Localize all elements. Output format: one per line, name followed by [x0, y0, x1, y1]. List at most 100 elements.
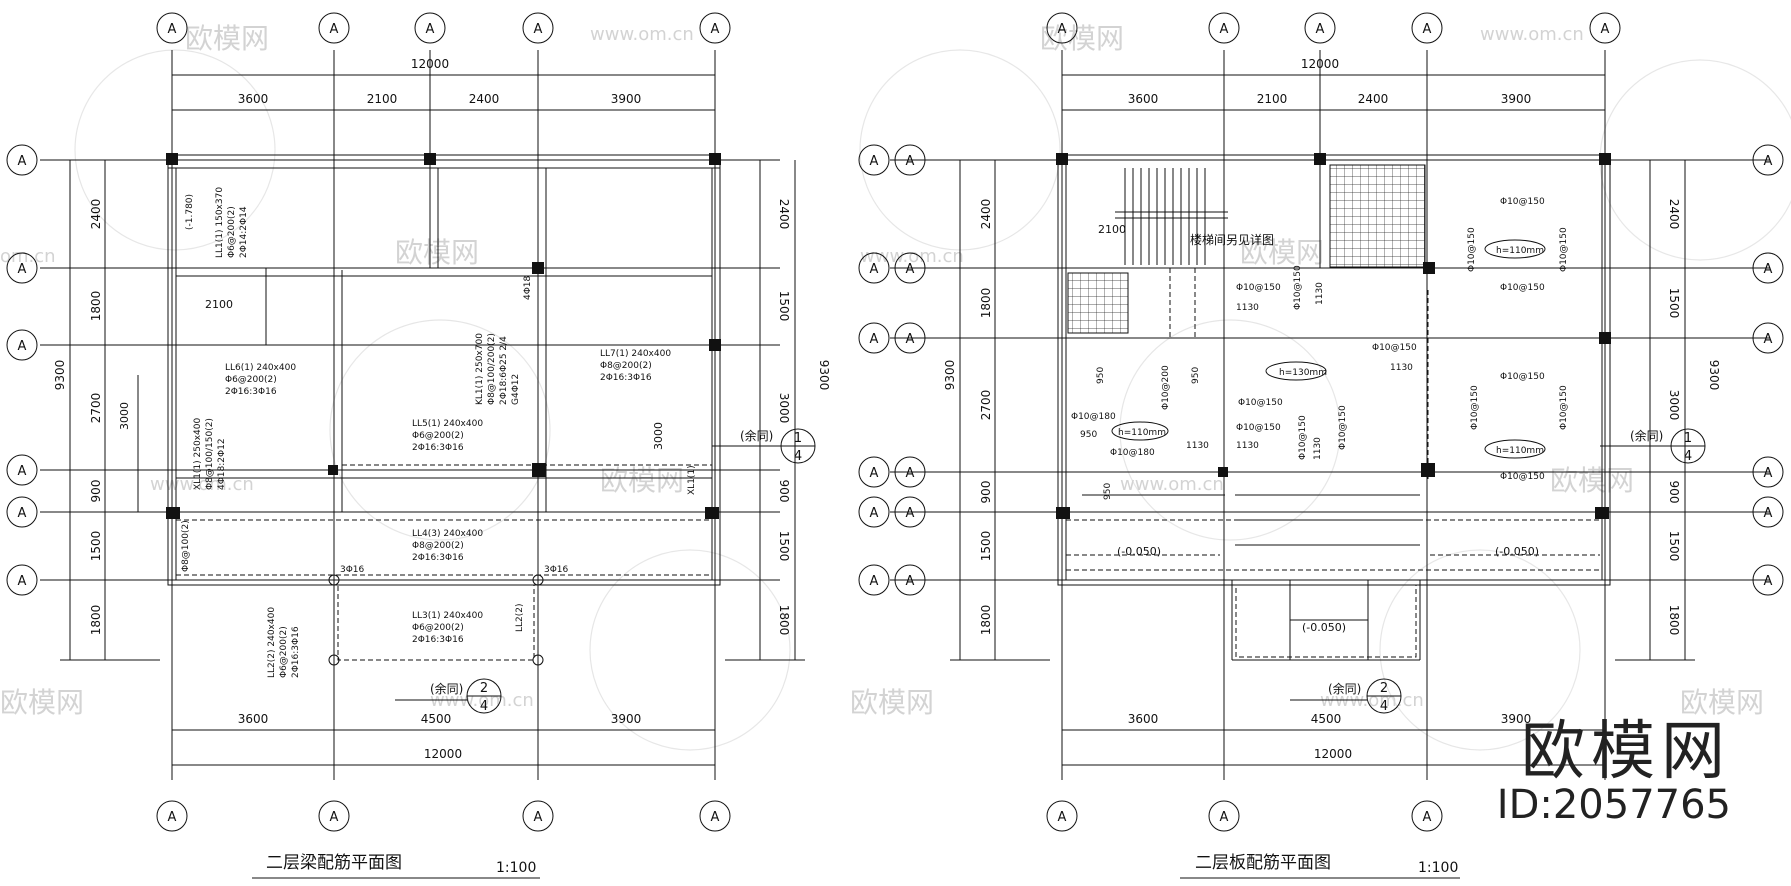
dim-top-span: 3600 [238, 92, 269, 106]
slab-annotation: Φ10@150 [1338, 405, 1348, 450]
slab-annotation: h=110mm [1496, 446, 1544, 456]
svg-text:A: A [870, 574, 879, 589]
beam-annotation: Φ8@100/200(2) [487, 333, 497, 405]
slab-annotation: 950 [1191, 367, 1201, 384]
stair-treads [1082, 168, 1420, 660]
detail-note: (余同) [740, 428, 773, 443]
svg-text:A: A [18, 339, 27, 354]
dim-bottom-span: 3600 [238, 712, 269, 726]
svg-text:A: A [1058, 810, 1067, 825]
slab-annotation: 1130 [1315, 282, 1325, 305]
dim-bottom-span: 4500 [421, 712, 452, 726]
dim-left-span: 2700 [89, 393, 103, 424]
grid-bubble: A [858, 252, 890, 284]
grid-bubble: A [414, 12, 446, 44]
dim-bottom-total: 12000 [1314, 747, 1352, 761]
slab-annotation: h=110mm [1118, 428, 1166, 438]
dim-right-span: 1500 [777, 531, 791, 562]
grid-bubble: A [1589, 12, 1621, 44]
svg-text:A: A [870, 154, 879, 169]
svg-text:A: A [1601, 22, 1610, 37]
svg-text:A: A [426, 22, 435, 37]
detail-callout: (余同) 1 4 [712, 428, 816, 464]
dim-right-span: 1500 [1667, 288, 1681, 319]
slab-annotation: 1130 [1313, 437, 1323, 460]
svg-text:A: A [168, 810, 177, 825]
slab-annotation: h=130mm [1279, 368, 1327, 378]
detail-callout: (余同) 1 4 [1600, 428, 1706, 464]
mesh-zone [1067, 272, 1129, 334]
beam-annotation: 3000 [652, 422, 665, 450]
dim-left-span: 2700 [979, 390, 993, 421]
grid-bubble: A [894, 144, 926, 176]
columns [166, 153, 721, 519]
svg-text:A: A [906, 262, 915, 277]
svg-text:A: A [18, 154, 27, 169]
grid-bubble: A [1752, 456, 1784, 488]
detail-callout: (余同) 2 4 [1290, 678, 1402, 714]
grid-bubble: A [156, 800, 188, 832]
beam-annotation: 2Φ16:3Φ16 [600, 373, 652, 383]
dim-right-span: 900 [777, 480, 791, 503]
beam-annotation: 4Φ18 [523, 275, 533, 300]
detail-note: (余同) [1328, 681, 1361, 696]
detail-note: (余同) [1630, 428, 1663, 443]
slab-rebar-dashed [1066, 268, 1600, 658]
svg-text:A: A [711, 22, 720, 37]
grid-bubble: A [1752, 322, 1784, 354]
detail-sheet: 4 [794, 449, 802, 464]
dim-top-total: 12000 [1301, 57, 1339, 71]
beam-lines-dashed [176, 344, 712, 661]
beam-annotation: 2Φ16:3Φ16 [412, 443, 464, 453]
dim-top-span: 3600 [1128, 92, 1159, 106]
detail-number: 2 [1380, 681, 1388, 696]
grid-bubble: A [1752, 564, 1784, 596]
slab-annotation: 950 [1096, 367, 1106, 384]
slab-annotation: Φ10@150 [1470, 385, 1480, 430]
dim-top-total: 12000 [411, 57, 449, 71]
beam-annotation: 3Φ16 [340, 565, 365, 575]
beam-annotation: LL5(1) 240x400 [412, 419, 483, 429]
watermark-brand: 欧模网 [0, 686, 84, 719]
grid-bubble: A [6, 252, 38, 284]
svg-text:A: A [330, 22, 339, 37]
slab-annotation: Φ10@150 [1559, 385, 1569, 430]
beam-annotation: Φ8@100/150(2) [205, 418, 215, 490]
dim-left-span: 1800 [89, 605, 103, 636]
right-dimension-lines [725, 160, 805, 661]
slab-annotation: Φ10@150 [1293, 265, 1303, 310]
dim-top-span: 3900 [611, 92, 642, 106]
beam-annotation: Φ6@200(2) [279, 626, 289, 678]
dim-left-span: 900 [89, 480, 103, 503]
beam-annotation: Φ8@200(2) [412, 541, 464, 551]
grid-bubble: A [1208, 800, 1240, 832]
beam-annotation: 2100 [205, 298, 233, 311]
dim-right-span: 1800 [777, 605, 791, 636]
beam-annotation: G4Φ12 [511, 374, 521, 405]
svg-text:A: A [1423, 22, 1432, 37]
mesh-zone [1329, 164, 1426, 268]
beam-plan: 12000 3600 2100 2400 3900 [6, 12, 890, 879]
svg-text:A: A [870, 466, 879, 481]
slab-annotation: Φ10@150 [1238, 398, 1283, 408]
watermark-site: www.om.cn [860, 246, 964, 267]
drawing-scale: 1:100 [496, 860, 536, 876]
detail-number: 1 [794, 431, 802, 446]
svg-text:A: A [18, 574, 27, 589]
slab-annotation: Φ10@180 [1071, 412, 1116, 422]
dim-left-total: 9300 [53, 360, 67, 391]
drawing-title: 二层板配筋平面图 [1195, 853, 1331, 873]
dim-bottom-span: 3600 [1128, 712, 1159, 726]
right-dimension-lines [1615, 160, 1695, 661]
beam-annotation: Φ8@200(2) [600, 361, 652, 371]
watermark-brand: 欧模网 [850, 686, 934, 719]
svg-text:A: A [870, 262, 879, 277]
dim-right-span: 1500 [777, 291, 791, 322]
grid-bubble: A [699, 800, 731, 832]
watermark-brand: 欧模网 [600, 464, 684, 497]
svg-text:A: A [18, 262, 27, 277]
svg-text:A: A [906, 332, 915, 347]
columns [1056, 153, 1611, 519]
column-circles [328, 574, 544, 666]
slab-plan: 12000 3600 2100 2400 3900 [890, 12, 1784, 879]
